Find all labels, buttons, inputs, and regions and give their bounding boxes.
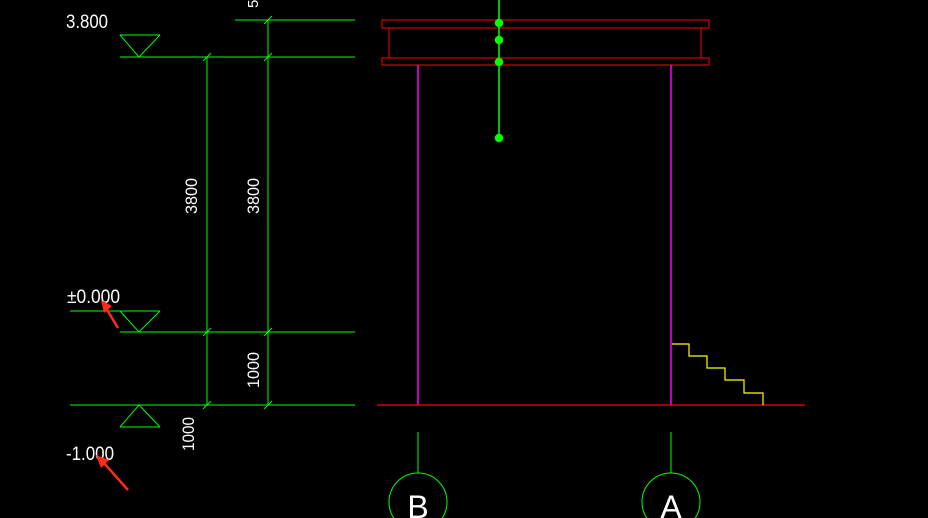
annotation-arrow-zero [101,300,120,329]
dimension-outer-lower: 1000 [244,352,263,388]
grip-point-1 [494,18,504,28]
selection-line[interactable] [494,0,504,143]
level-mark-zero [70,310,355,333]
level-mark-bottom [70,404,355,428]
elevation-label-cut: 5 [245,0,262,8]
dimension-below: 1000 [179,417,198,451]
axis-label-b: B [407,489,428,518]
stair-steps [672,343,764,405]
dimension-lines [202,15,355,410]
elevation-label-zero: ±0.000 [67,287,120,308]
dimension-inner-upper: 3800 [182,178,201,214]
grip-point-3 [494,57,504,67]
annotation-arrow-bottom [96,455,129,491]
level-mark-top [119,34,355,58]
axis-bubble-b [388,432,448,518]
dimension-outer-upper: 3800 [244,178,263,214]
axis-bubble-a [641,432,701,518]
top-beam [381,19,710,66]
grip-point-4 [494,133,504,143]
columns [417,65,672,405]
elevation-label-top: 3.800 [66,12,108,33]
axis-label-a: A [660,489,682,518]
grip-point-2 [494,35,504,45]
